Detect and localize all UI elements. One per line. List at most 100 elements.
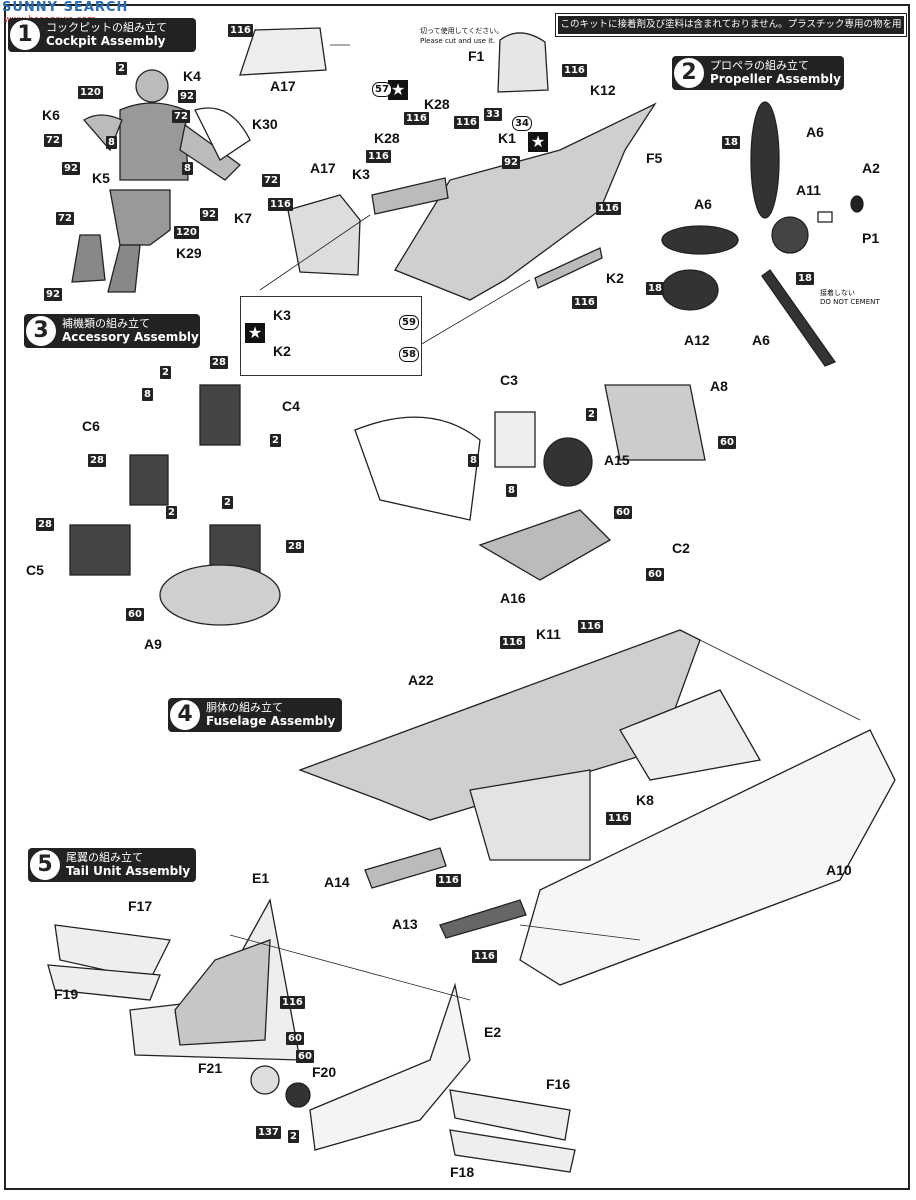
color-code: 116 [562, 64, 587, 77]
part-label: A12 [684, 332, 710, 348]
color-code: 2 [166, 506, 177, 519]
step-title-en: Accessory Assembly [62, 330, 199, 344]
decal-inset: ★ K3 K2 59 58 [240, 296, 422, 376]
part-label: A10 [826, 862, 852, 878]
part-label: A2 [862, 160, 880, 176]
color-code: 18 [796, 272, 814, 285]
part-label: K8 [636, 792, 654, 808]
cut-note-ja: 切って使用してください。 [420, 27, 504, 35]
color-code: 116 [454, 116, 479, 129]
color-code: 92 [200, 208, 218, 221]
color-code: 33 [484, 108, 502, 121]
color-code: 8 [506, 484, 517, 497]
color-code: 28 [210, 356, 228, 369]
part-label: F19 [54, 986, 79, 1002]
color-code: 137 [256, 1126, 281, 1139]
color-code: 116 [436, 874, 461, 887]
part-label: A6 [806, 124, 824, 140]
part-label: A9 [144, 636, 162, 652]
color-code: 8 [468, 454, 479, 467]
color-code: 60 [286, 1032, 304, 1045]
color-code: 60 [718, 436, 736, 449]
step-3-header: 3 補機類の組み立て Accessory Assembly [24, 314, 200, 348]
part-label: C6 [82, 418, 100, 434]
part-label: K28 [424, 96, 450, 112]
watermark-logo: SUNNY SEARCH [2, 0, 129, 15]
part-label: K5 [92, 170, 110, 186]
color-code: 116 [228, 24, 253, 37]
color-code: 92 [62, 162, 80, 175]
color-code: 2 [586, 408, 597, 421]
step-number: 5 [30, 850, 60, 880]
do-not-cement-en: DO NOT CEMENT [820, 298, 880, 306]
part-label: C3 [500, 372, 518, 388]
part-label: K4 [183, 68, 201, 84]
part-label: K11 [536, 626, 561, 642]
part-label: A6 [694, 196, 712, 212]
star-icon: ★ [528, 132, 548, 152]
color-code: 28 [88, 454, 106, 467]
color-code: 8 [182, 162, 193, 175]
step-number: 2 [674, 58, 704, 88]
color-code: 8 [106, 136, 117, 149]
color-code: 116 [404, 112, 429, 125]
part-label: K1 [498, 130, 516, 146]
part-label: F5 [646, 150, 663, 166]
part-label: P1 [862, 230, 880, 246]
color-code: 72 [44, 134, 62, 147]
part-label: K30 [252, 116, 278, 132]
color-code: 18 [646, 282, 664, 295]
part-label: E2 [484, 1024, 502, 1040]
step-number: 4 [170, 700, 200, 730]
part-label: F1 [468, 48, 485, 64]
color-code: 116 [578, 620, 603, 633]
step-title-ja: 尾翼の組み立て [66, 851, 143, 864]
color-code: 92 [502, 156, 520, 169]
color-code: 116 [268, 198, 293, 211]
color-code: 2 [160, 366, 171, 379]
color-code: 60 [126, 608, 144, 621]
part-label: A14 [324, 874, 350, 890]
part-label: E1 [252, 870, 270, 886]
part-label: A17 [310, 160, 336, 176]
step-title-ja: 胴体の組み立て [206, 701, 283, 714]
color-code: 116 [472, 950, 497, 963]
color-code: 120 [78, 86, 103, 99]
color-code: 28 [286, 540, 304, 553]
do-not-cement-ja: 接着しない [820, 289, 855, 297]
page-frame [4, 4, 910, 1190]
step-number: 3 [26, 316, 56, 346]
part-label: A17 [270, 78, 296, 94]
part-label: K7 [234, 210, 252, 226]
part-label: A13 [392, 916, 418, 932]
part-label: A15 [604, 452, 630, 468]
color-code: 57 [372, 82, 392, 97]
part-label: A11 [796, 182, 821, 198]
color-code: 2 [288, 1130, 299, 1143]
part-label: F20 [312, 1064, 337, 1080]
star-icon: ★ [388, 80, 408, 100]
color-code: 116 [596, 202, 621, 215]
part-label: C5 [26, 562, 44, 578]
step-4-header: 4 胴体の組み立て Fuselage Assembly [168, 698, 342, 732]
part-label: K3 [352, 166, 370, 182]
star-icon: ★ [245, 323, 265, 343]
part-label: K28 [374, 130, 400, 146]
part-label: K2 [606, 270, 624, 286]
color-code: 116 [606, 812, 631, 825]
step-number: 1 [10, 20, 40, 50]
cut-note-en: Please cut and use it. [420, 37, 496, 45]
color-code: 18 [722, 136, 740, 149]
color-code: 72 [262, 174, 280, 187]
step-title-en: Propeller Assembly [710, 72, 841, 86]
color-code: 60 [646, 568, 664, 581]
color-code: 120 [174, 226, 199, 239]
color-code: 116 [280, 996, 305, 1009]
step-2-header: 2 プロペラの組み立て Propeller Assembly [672, 56, 844, 90]
color-code: 60 [614, 506, 632, 519]
part-label: C2 [672, 540, 690, 556]
part-label: K6 [42, 107, 60, 123]
step-title-ja: 補機類の組み立て [62, 317, 150, 330]
step-title-en: Fuselage Assembly [206, 714, 336, 728]
part-label: A22 [408, 672, 434, 688]
